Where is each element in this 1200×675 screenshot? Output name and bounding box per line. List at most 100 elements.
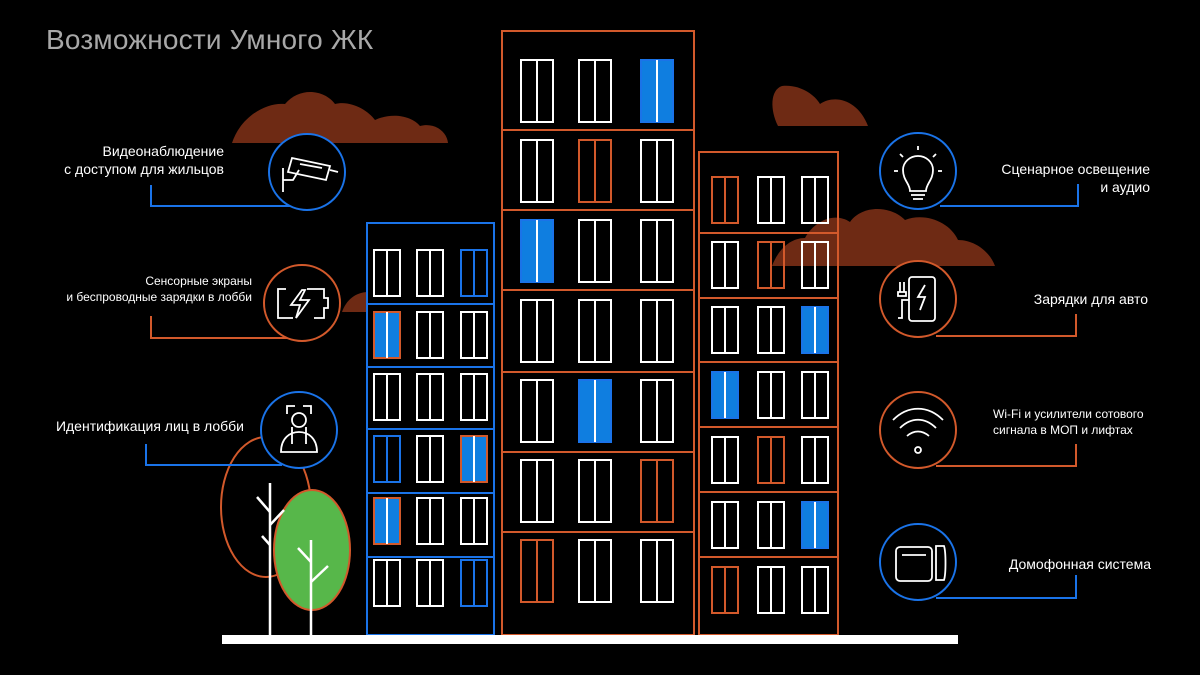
window — [711, 436, 739, 484]
connector-light — [940, 184, 1079, 207]
window — [578, 299, 612, 363]
feature-label-face-id-line1: Идентификация лиц в лобби — [55, 418, 244, 434]
window — [578, 139, 612, 203]
window — [578, 379, 612, 443]
window — [757, 306, 785, 354]
window — [801, 306, 829, 354]
window — [640, 459, 674, 523]
intercom-icon — [879, 523, 957, 601]
window — [578, 59, 612, 123]
window — [801, 436, 829, 484]
window — [460, 249, 488, 297]
window — [640, 379, 674, 443]
building-right — [698, 151, 839, 636]
cloud-right-top — [772, 85, 868, 126]
window — [373, 435, 401, 483]
window — [373, 559, 401, 607]
window — [711, 176, 739, 224]
connector-wifi — [936, 444, 1077, 467]
window — [801, 371, 829, 419]
ground-line — [222, 635, 958, 644]
window — [460, 497, 488, 545]
window — [460, 311, 488, 359]
window — [520, 299, 554, 363]
tree-trunks — [256, 483, 329, 635]
window — [711, 501, 739, 549]
window — [640, 539, 674, 603]
wireless-charging-icon — [263, 264, 341, 342]
window — [520, 539, 554, 603]
feature-label-wifi-line2: сигнала в МОП и лифтах — [993, 423, 1133, 437]
feature-label-ev-line1: Зарядки для авто — [1033, 291, 1148, 307]
window — [578, 219, 612, 283]
cctv-camera-icon — [268, 133, 346, 211]
window — [711, 241, 739, 289]
window — [520, 219, 554, 283]
window — [416, 435, 444, 483]
cloud-right-middle — [772, 208, 995, 266]
window — [373, 311, 401, 359]
connector-face-id — [145, 444, 282, 466]
window — [640, 219, 674, 283]
face-id-icon — [260, 391, 338, 469]
window — [520, 379, 554, 443]
window — [373, 373, 401, 421]
window — [640, 59, 674, 123]
window — [711, 371, 739, 419]
connector-intercom — [936, 575, 1077, 599]
window — [460, 435, 488, 483]
cloud-left — [232, 91, 448, 143]
feature-label-cctv-line1: Видеонаблюдение — [102, 143, 224, 159]
connector-cctv — [150, 185, 293, 207]
connector-ev — [936, 314, 1077, 337]
window — [757, 241, 785, 289]
window — [757, 436, 785, 484]
window — [801, 501, 829, 549]
feature-label-light-line2: и аудио — [1100, 179, 1150, 195]
connector-lines — [145, 184, 1079, 599]
feature-label-charging-line1: Сенсорные экраны — [145, 274, 252, 288]
building-left — [366, 222, 495, 636]
ev-charger-icon — [879, 260, 957, 338]
window — [416, 373, 444, 421]
window — [578, 539, 612, 603]
feature-label-intercom-line1: Домофонная система — [1008, 556, 1151, 572]
window — [757, 176, 785, 224]
clouds — [232, 85, 995, 312]
feature-label-cctv-line2: с доступом для жильцов — [64, 161, 224, 177]
window — [520, 59, 554, 123]
window — [520, 139, 554, 203]
light-bulb-icon — [879, 132, 957, 210]
window — [757, 371, 785, 419]
window — [578, 459, 612, 523]
window — [373, 497, 401, 545]
window — [640, 299, 674, 363]
window — [711, 566, 739, 614]
window — [711, 306, 739, 354]
window — [801, 241, 829, 289]
feature-label-ev: Зарядки для авто — [918, 290, 1148, 308]
feature-label-wifi: Wi-Fi и усилители сотового сигнала в МОП… — [993, 406, 1193, 438]
window — [520, 459, 554, 523]
window — [757, 566, 785, 614]
window — [801, 176, 829, 224]
trees — [220, 436, 351, 635]
feature-label-light-line1: Сценарное освещение — [1001, 161, 1150, 177]
feature-label-charging-line2: и беспроводные зарядки в лобби — [66, 290, 252, 304]
wifi-icon — [879, 391, 957, 469]
feature-label-face-id: Идентификация лиц в лобби — [4, 417, 244, 435]
building-center — [501, 30, 695, 636]
feature-label-charging: Сенсорные экраны и беспроводные зарядки … — [12, 273, 252, 305]
feature-label-cctv: Видеонаблюдение с доступом для жильцов — [0, 142, 224, 178]
cloud-left-middle — [342, 292, 368, 312]
window — [416, 249, 444, 297]
window — [373, 249, 401, 297]
feature-label-intercom: Домофонная система — [921, 555, 1151, 573]
feature-label-wifi-line1: Wi-Fi и усилители сотового — [993, 407, 1144, 421]
window — [757, 501, 785, 549]
window — [801, 566, 829, 614]
window — [460, 559, 488, 607]
page-title: Возможности Умного ЖК — [46, 24, 374, 55]
window — [460, 373, 488, 421]
